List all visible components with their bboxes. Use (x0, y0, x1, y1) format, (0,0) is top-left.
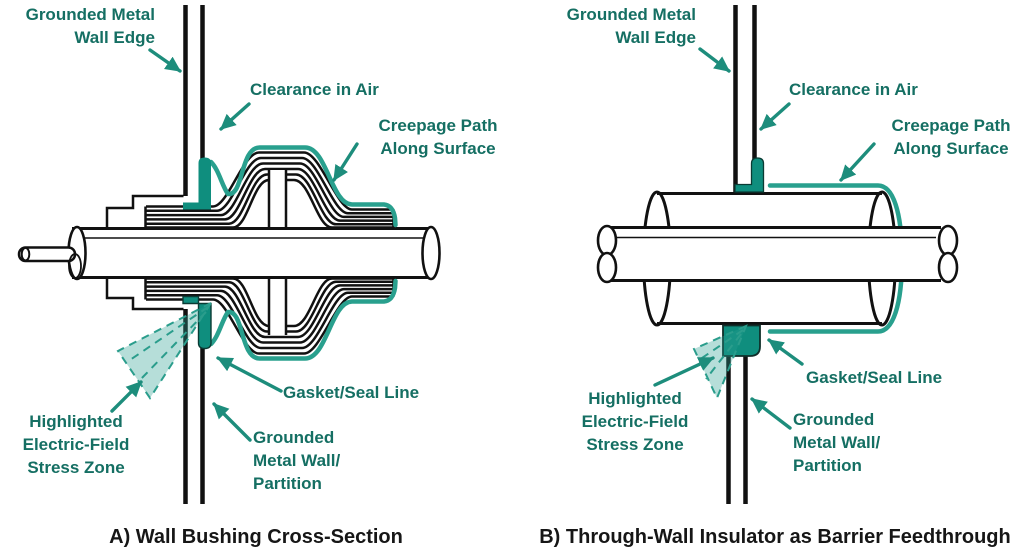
label-gasket-seal-line-a: Gasket/Seal Line (283, 382, 419, 405)
arrow-creepage-b (839, 142, 876, 182)
caption-diagram-b: B) Through-Wall Insulator as Barrier Fee… (539, 526, 1011, 548)
arrow-stress-a (110, 380, 143, 413)
label-grounded-metal-wall-partition-a: Grounded Metal Wall/ Partition (253, 426, 340, 495)
flange-steps (105, 194, 184, 311)
label-line: Stress Zone (586, 435, 684, 454)
label-line: Grounded Metal (566, 5, 696, 24)
label-line: Grounded (253, 428, 335, 447)
gasket-top-a (183, 157, 211, 210)
diagram-b (596, 5, 959, 504)
label-line: Wall Edge (74, 27, 155, 47)
arrow-clearance-b (759, 102, 791, 131)
label-gasket-seal-line-b: Gasket/Seal Line (806, 367, 942, 390)
bushing-center-fin (267, 170, 288, 335)
conductor-rod-b (596, 224, 959, 284)
label-line: Gasket/Seal Line (806, 368, 943, 387)
arrow-wall-edge-b (698, 47, 731, 73)
arrows-a (110, 48, 359, 442)
label-electric-field-stress-zone-a: Highlighted Electric-Field Stress Zone (10, 410, 142, 479)
label-line: Highlighted (588, 389, 682, 408)
arrow-gasket-b (767, 338, 804, 366)
label-line: Creepage Path (891, 116, 1011, 135)
stress-zone-a (116, 300, 214, 400)
arrow-stress-b (653, 356, 715, 387)
label-line: Stress Zone (27, 458, 125, 477)
creepage-path-a (208, 145, 398, 361)
caption-diagram-a: A) Wall Bushing Cross-Section (109, 526, 403, 548)
label-line: Creepage Path (378, 116, 498, 135)
label-line: Along Surface (380, 138, 496, 158)
conductor-rod-a (17, 225, 441, 281)
label-line: Electric-Field (581, 412, 689, 431)
label-line: Wall Edge (615, 27, 696, 47)
label-line: Along Surface (893, 138, 1009, 158)
arrow-gasket-a (216, 356, 283, 393)
arrow-partition-b (750, 397, 792, 430)
arrow-wall-edge-a (148, 48, 182, 73)
label-line: Metal Wall/ (253, 451, 341, 470)
label-line: Clearance in Air (789, 80, 918, 99)
label-line: Clearance in Air (250, 80, 379, 99)
label-line: Electric-Field (22, 435, 130, 454)
label-line: Grounded Metal (25, 5, 155, 24)
label-clearance-in-air-b: Clearance in Air (789, 79, 918, 102)
label-grounded-metal-wall-partition-b: Grounded Metal Wall/ Partition (793, 408, 880, 477)
gasket-top-b (734, 157, 765, 193)
label-grounded-metal-wall-edge-b: Grounded Metal Wall Edge (567, 4, 696, 49)
label-electric-field-stress-zone-b: Highlighted Electric-Field Stress Zone (570, 387, 700, 456)
label-line: Gasket/Seal Line (283, 383, 420, 402)
arrow-creepage-a (332, 142, 359, 182)
label-line: Partition (793, 456, 862, 475)
diagram-a (17, 5, 441, 504)
arrows-b (653, 47, 876, 430)
label-line: Metal Wall/ (793, 433, 881, 452)
arrow-partition-a (212, 402, 252, 442)
label-grounded-metal-wall-edge-a: Grounded Metal Wall Edge (26, 4, 155, 49)
arrow-clearance-a (219, 102, 251, 131)
stress-zone-b (692, 324, 748, 401)
label-line: Highlighted (29, 412, 123, 431)
label-creepage-path-b: Creepage Path Along Surface (881, 115, 1021, 160)
conductor-pin (17, 246, 77, 263)
label-creepage-path-a: Creepage Path Along Surface (368, 115, 508, 160)
label-line: Grounded (793, 410, 875, 429)
label-clearance-in-air-a: Clearance in Air (250, 79, 379, 102)
label-line: Partition (253, 474, 322, 493)
